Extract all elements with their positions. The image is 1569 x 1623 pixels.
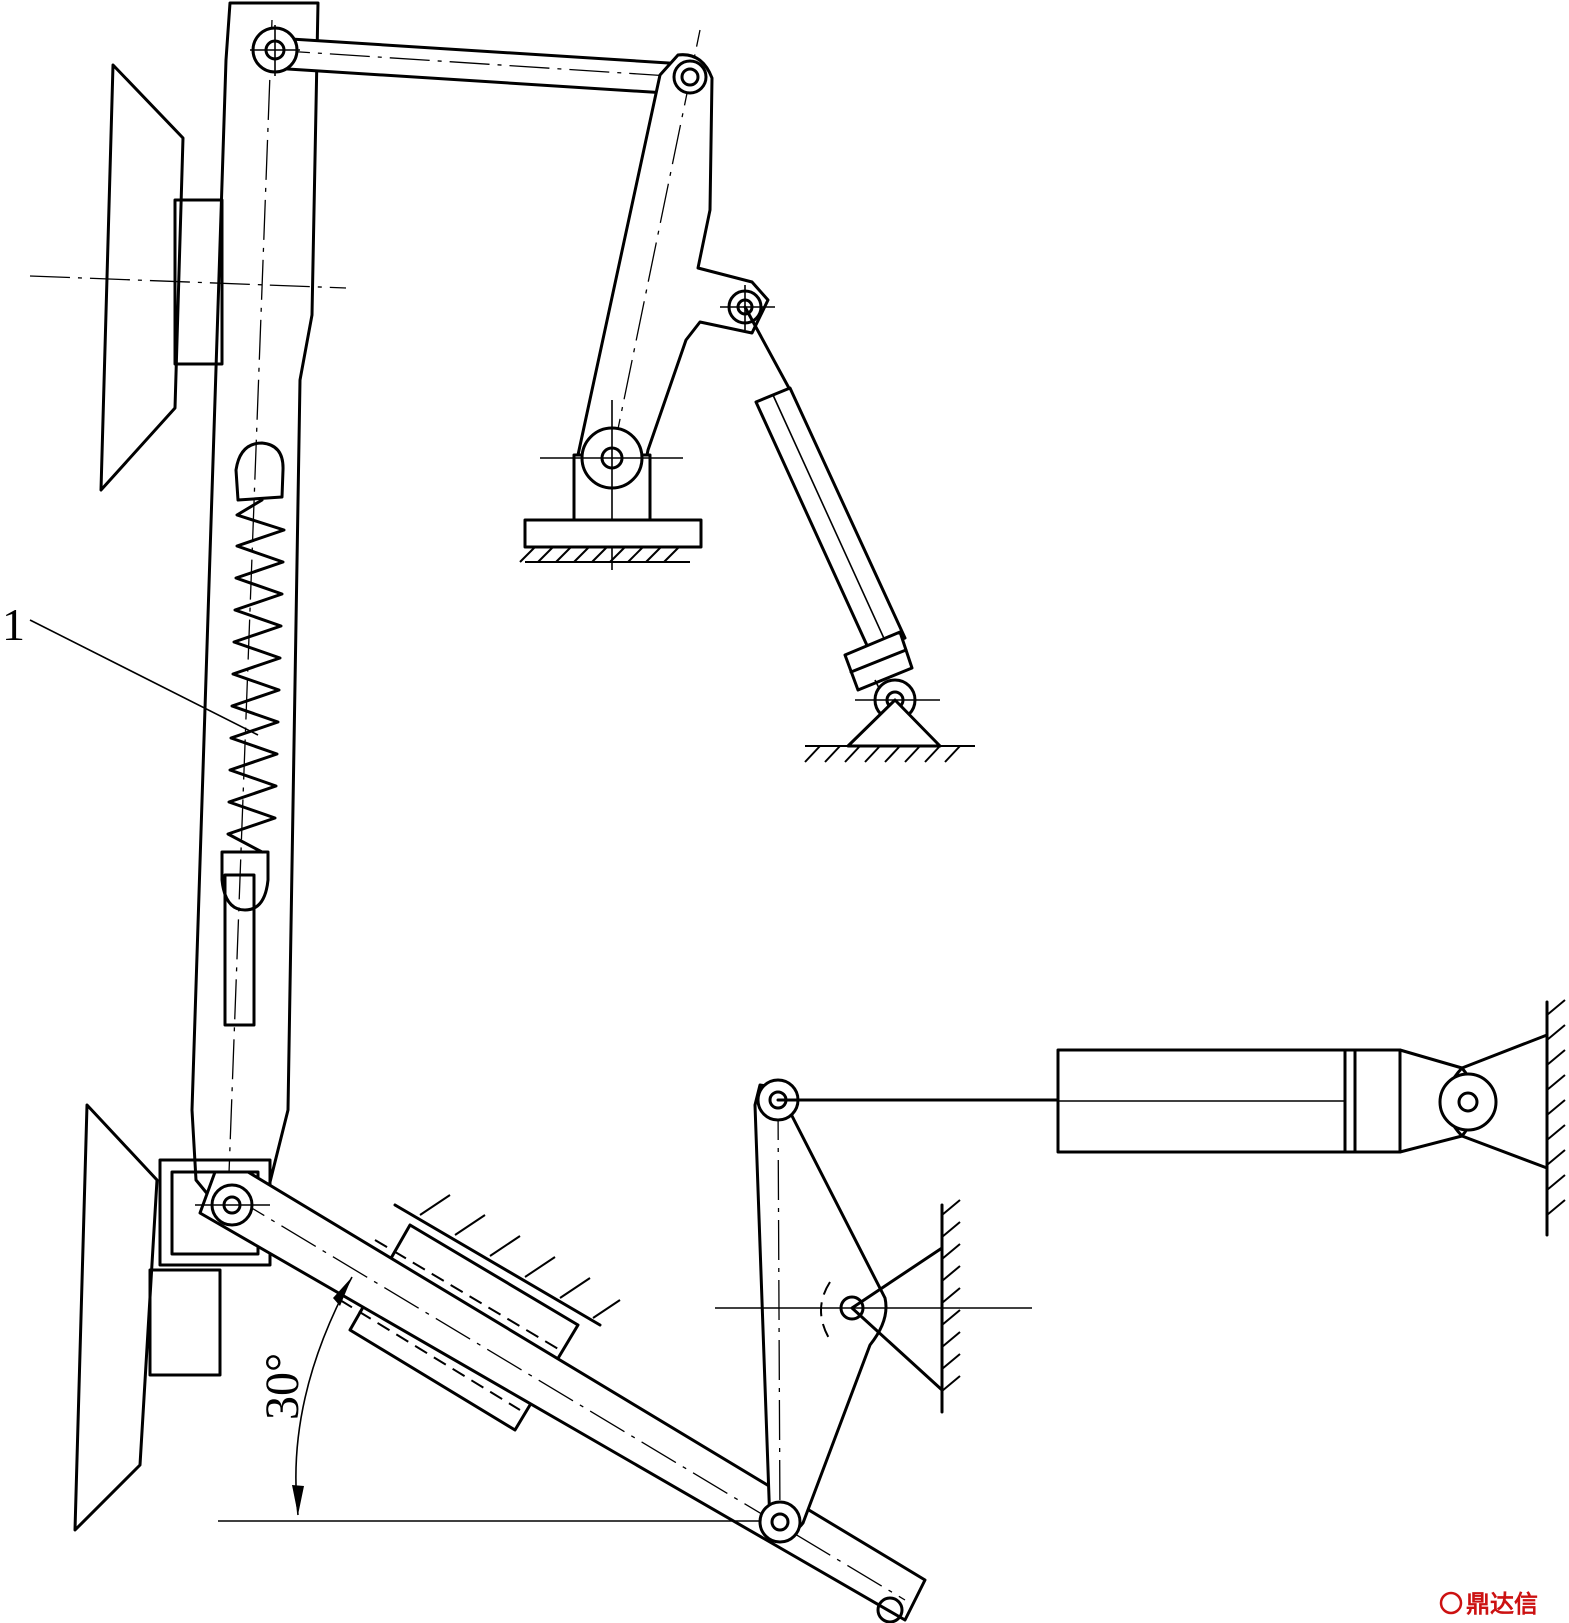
- part-callout: 1: [2, 599, 259, 736]
- watermark: 鼎达信: [1439, 1590, 1538, 1618]
- lower-cylinder: [776, 999, 1566, 1237]
- crank-ground-support: [850, 1199, 961, 1414]
- angle-dimension: 30°: [218, 1276, 790, 1522]
- upper-ground-pivot: [519, 400, 703, 570]
- angle-label: 30°: [256, 1353, 309, 1420]
- inclined-rod: [195, 1170, 927, 1623]
- upper-workpiece: [29, 63, 347, 492]
- part-number-label: 1: [2, 599, 25, 650]
- spring: [226, 498, 286, 854]
- watermark-logo-icon: [1439, 1591, 1463, 1615]
- upper-bell-crank: [576, 29, 775, 490]
- upper-cylinder: [743, 305, 975, 763]
- watermark-text: 鼎达信: [1466, 1590, 1538, 1618]
- lower-workpiece: [73, 1103, 272, 1532]
- lower-bell-crank: [715, 1078, 1032, 1544]
